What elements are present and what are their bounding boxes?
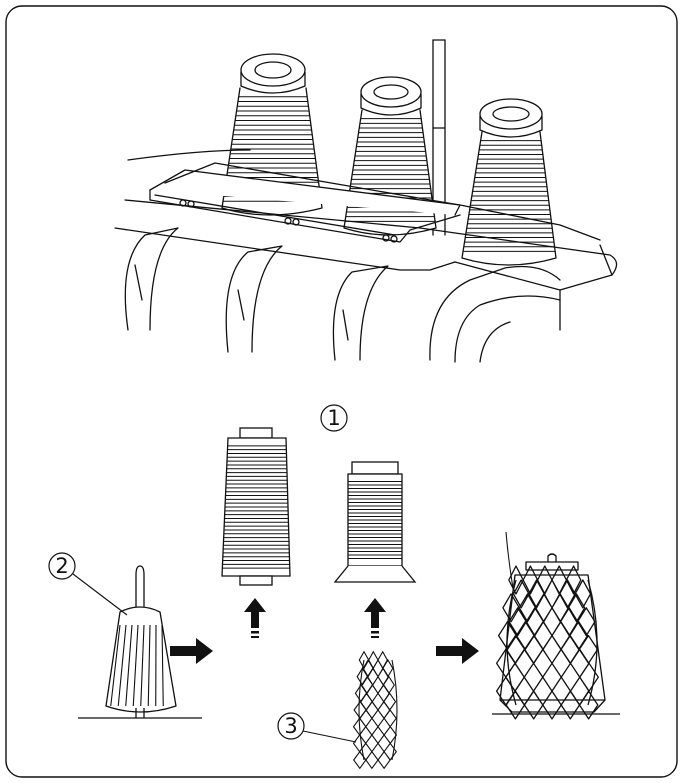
- regular-spool: [333, 461, 417, 583]
- callout-1: 1: [320, 404, 348, 432]
- thread-line: [140, 624, 145, 707]
- spool-net: [352, 650, 398, 770]
- spool-holder: [78, 565, 202, 719]
- net-diamonds: [495, 565, 599, 720]
- arrow-right-icon: [436, 638, 479, 664]
- machine-handwheel: [429, 261, 561, 363]
- callout-3-label: 3: [284, 714, 297, 738]
- callout-1-label: 1: [327, 406, 340, 430]
- callout-2-label: 2: [55, 554, 68, 578]
- thread-line: [161, 624, 164, 707]
- serger-machine-illustration: [114, 39, 618, 363]
- callout-3: 3: [277, 712, 357, 743]
- net-outline: [358, 659, 398, 761]
- thread-line: [117, 624, 127, 707]
- thread-line: [125, 624, 133, 707]
- arrow-up-icon: [244, 598, 266, 638]
- thread-line: [110, 624, 121, 707]
- looper-covers: [124, 227, 389, 361]
- net-mesh: [495, 565, 599, 720]
- arrow-right-icon: [170, 638, 213, 664]
- callout-2: 2: [48, 552, 128, 616]
- machine-cone-right: [461, 98, 557, 266]
- arrow-up-icon: [364, 598, 386, 638]
- callout-3-leader: [302, 730, 357, 743]
- cone-thread-lines: [222, 445, 290, 569]
- machine-top-body: [114, 149, 618, 331]
- net-mesh: [352, 650, 398, 770]
- thread-line: [147, 624, 151, 707]
- net-outline: [506, 579, 598, 706]
- cone-thread-lines: [463, 140, 555, 252]
- diagram-border: [5, 5, 678, 778]
- spool-cap-ribs: [110, 624, 164, 707]
- spool-thread-lines: [348, 481, 402, 559]
- net-diamonds: [352, 650, 398, 770]
- thread-line: [132, 624, 139, 707]
- callout-2-leader: [72, 573, 128, 616]
- cone-spool: [221, 427, 291, 586]
- assembled-spool-with-net: [492, 531, 620, 720]
